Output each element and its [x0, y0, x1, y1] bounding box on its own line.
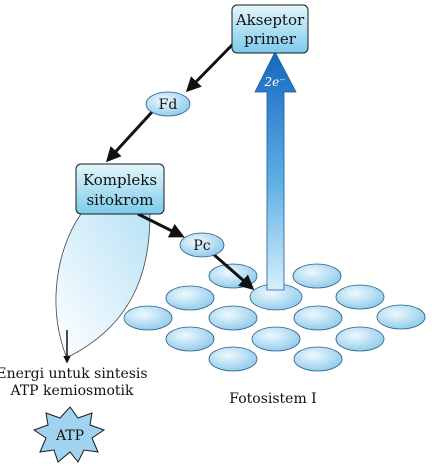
- antenna-pigment: [208, 305, 258, 331]
- arrow-kompleks-to-pc: [137, 212, 185, 238]
- pc-label: Pc: [193, 238, 210, 254]
- kompleks-label-line2: sitokrom: [86, 191, 153, 209]
- energi-label-line1: Energi untuk sintesis: [0, 366, 148, 382]
- arrow-pc-to-reaction-center: [211, 251, 255, 290]
- antenna-pigment: [335, 284, 385, 310]
- antenna-pigment: [165, 285, 215, 311]
- antenna-pigment: [123, 305, 173, 331]
- antenna-pigment: [335, 326, 385, 352]
- antenna-pigment: [208, 346, 258, 372]
- arrow-akseptor-to-fd: [185, 40, 237, 93]
- kompleks-sitokrom-box: [75, 163, 165, 215]
- fd-node: [145, 91, 191, 117]
- atp-starburst: [32, 406, 106, 463]
- electron-label: 2e⁻: [263, 75, 285, 89]
- akseptor-label-line2: primer: [244, 30, 297, 48]
- fd-label: Fd: [159, 97, 178, 113]
- fotosistem-label: Fotosistem I: [229, 391, 316, 407]
- antenna-pigment: [251, 326, 301, 352]
- kompleks-label-line1: Kompleks: [83, 171, 157, 189]
- pc-node: [179, 232, 225, 258]
- electron-arrow: [254, 51, 297, 291]
- akseptor-primer-box: [231, 4, 309, 54]
- energi-label-line2: ATP kemiosmotik: [10, 383, 134, 399]
- antenna-pigment: [165, 326, 215, 352]
- antenna-pigment: [292, 263, 342, 289]
- arrow-fd-to-kompleks: [105, 110, 154, 163]
- antenna-pigment: [376, 304, 426, 330]
- antenna-pigment: [293, 305, 343, 331]
- antenna-pigment: [293, 346, 343, 372]
- akseptor-label-line1: Akseptor: [235, 11, 305, 29]
- energy-fan: [55, 209, 151, 357]
- fotosistem-ellipses: [123, 263, 426, 372]
- atp-label: ATP: [55, 428, 84, 444]
